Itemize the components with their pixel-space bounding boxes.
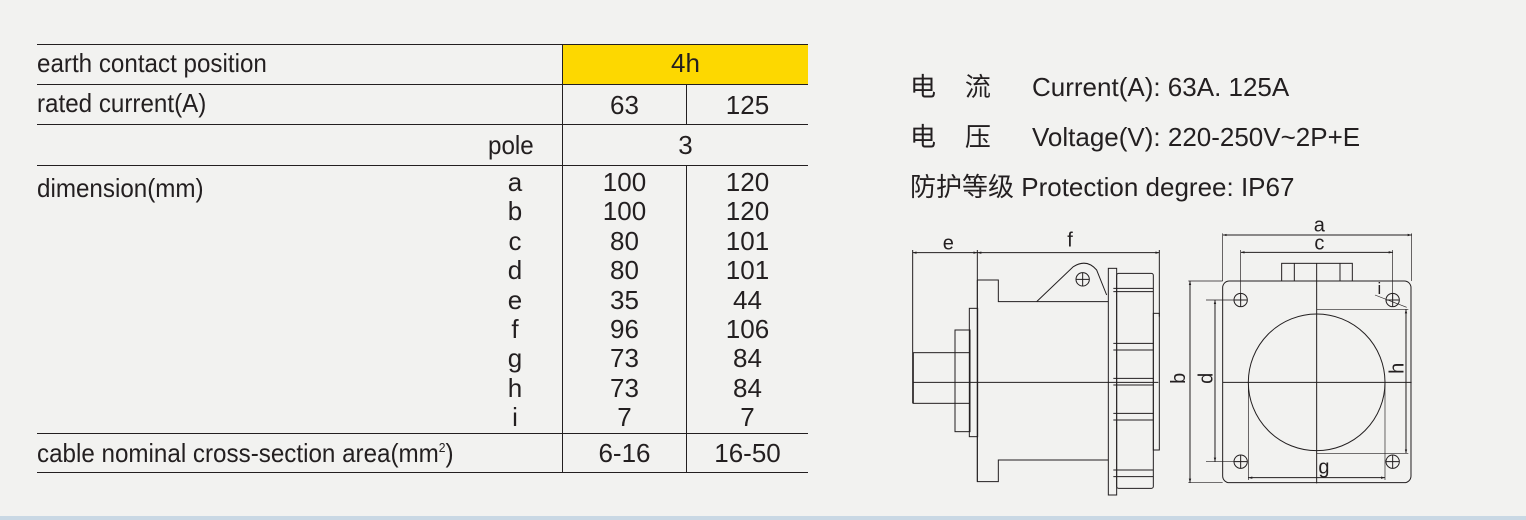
dimension-value-1: 80 — [610, 255, 639, 286]
dimension-value-2: 84 — [733, 343, 762, 374]
pole-value: 3 — [678, 130, 693, 160]
divider — [686, 165, 687, 473]
label-e: e — [943, 232, 954, 254]
dimension-key: g — [507, 343, 523, 374]
dimension-key: h — [507, 372, 523, 403]
rated-current-125: 125 — [725, 90, 770, 120]
front-view: a c g i b d h — [1168, 220, 1412, 484]
divider — [37, 124, 808, 125]
dimension-key: a — [507, 167, 523, 197]
dimension-value-2: 101 — [725, 225, 770, 256]
divider — [37, 165, 808, 166]
spec-voltage-zh: 电 压 — [910, 122, 991, 152]
spec-current-zh: 电 流 — [910, 72, 991, 102]
spec-protection-en: Protection degree: IP67 — [1021, 172, 1295, 202]
dimension-value-2: 7 — [740, 402, 755, 433]
earth-contact-value: 4h — [671, 48, 700, 78]
cable-label-text: cable nominal cross-section area(mm — [37, 438, 439, 468]
rated-current-63: 63 — [610, 90, 639, 120]
earth-contact-label: earth contact position — [37, 48, 267, 78]
divider — [37, 84, 808, 85]
dimension-value-1: 7 — [617, 402, 632, 433]
dimension-value-2: 101 — [725, 255, 770, 286]
spec-current: 电 流 Current(A): 63A. 125A — [910, 72, 1289, 102]
dimension-key: f — [511, 314, 519, 344]
dimension-value-1: 100 — [602, 167, 647, 197]
label-b: b — [1168, 373, 1190, 384]
divider — [37, 44, 808, 45]
spec-protection-zh: 防护等级 — [910, 172, 1015, 202]
dimension-value-2: 84 — [733, 372, 762, 403]
label-h: h — [1386, 363, 1408, 374]
dimension-label: dimension(mm) — [37, 173, 204, 203]
dimension-key: b — [507, 196, 523, 227]
cable-label: cable nominal cross-section area(mm2) — [37, 438, 454, 468]
dimension-key: e — [507, 284, 523, 315]
dimension-value-1: 73 — [610, 343, 639, 374]
label-a: a — [1314, 220, 1326, 237]
cable-label-end: ) — [445, 438, 454, 468]
divider — [562, 44, 563, 473]
dimension-key: i — [512, 402, 518, 433]
label-c: c — [1314, 232, 1324, 254]
dimension-value-2: 120 — [725, 167, 770, 197]
dimension-value-1: 35 — [610, 284, 639, 315]
label-f: f — [1067, 230, 1073, 252]
dimension-value-2: 106 — [725, 314, 770, 344]
dimension-key: d — [507, 255, 523, 286]
pole-label: pole — [488, 130, 534, 160]
dimension-value-1: 73 — [610, 372, 639, 403]
bottom-border — [0, 516, 1526, 520]
divider — [37, 433, 808, 434]
cable-label-sup: 2 — [438, 440, 446, 455]
spec-voltage: 电 压 Voltage(V): 220-250V~2P+E — [910, 122, 1360, 152]
divider — [37, 472, 808, 473]
spec-current-en: Current(A): 63A. 125A — [1032, 72, 1290, 102]
dimension-value-1: 96 — [610, 314, 639, 344]
label-g: g — [1318, 456, 1329, 478]
dimension-key: c — [508, 225, 522, 256]
dimension-drawing: e f a c g i b d h — [912, 220, 1412, 496]
rated-current-label: rated current(A) — [37, 88, 207, 118]
divider — [686, 84, 687, 125]
side-view: e f — [912, 230, 1160, 496]
dimension-value-1: 100 — [602, 196, 647, 227]
dimension-value-2: 120 — [725, 196, 770, 227]
label-d: d — [1196, 373, 1218, 384]
earth-contact-highlight — [563, 45, 808, 84]
label-i: i — [1377, 279, 1381, 298]
dimension-value-2: 44 — [733, 284, 762, 315]
cable-value-1: 6-16 — [598, 438, 651, 468]
spec-voltage-en: Voltage(V): 220-250V~2P+E — [1032, 122, 1361, 152]
cable-value-2: 16-50 — [714, 438, 781, 468]
spec-protection: 防护等级 Protection degree: IP67 — [910, 172, 1294, 202]
dimension-value-1: 80 — [610, 225, 639, 256]
